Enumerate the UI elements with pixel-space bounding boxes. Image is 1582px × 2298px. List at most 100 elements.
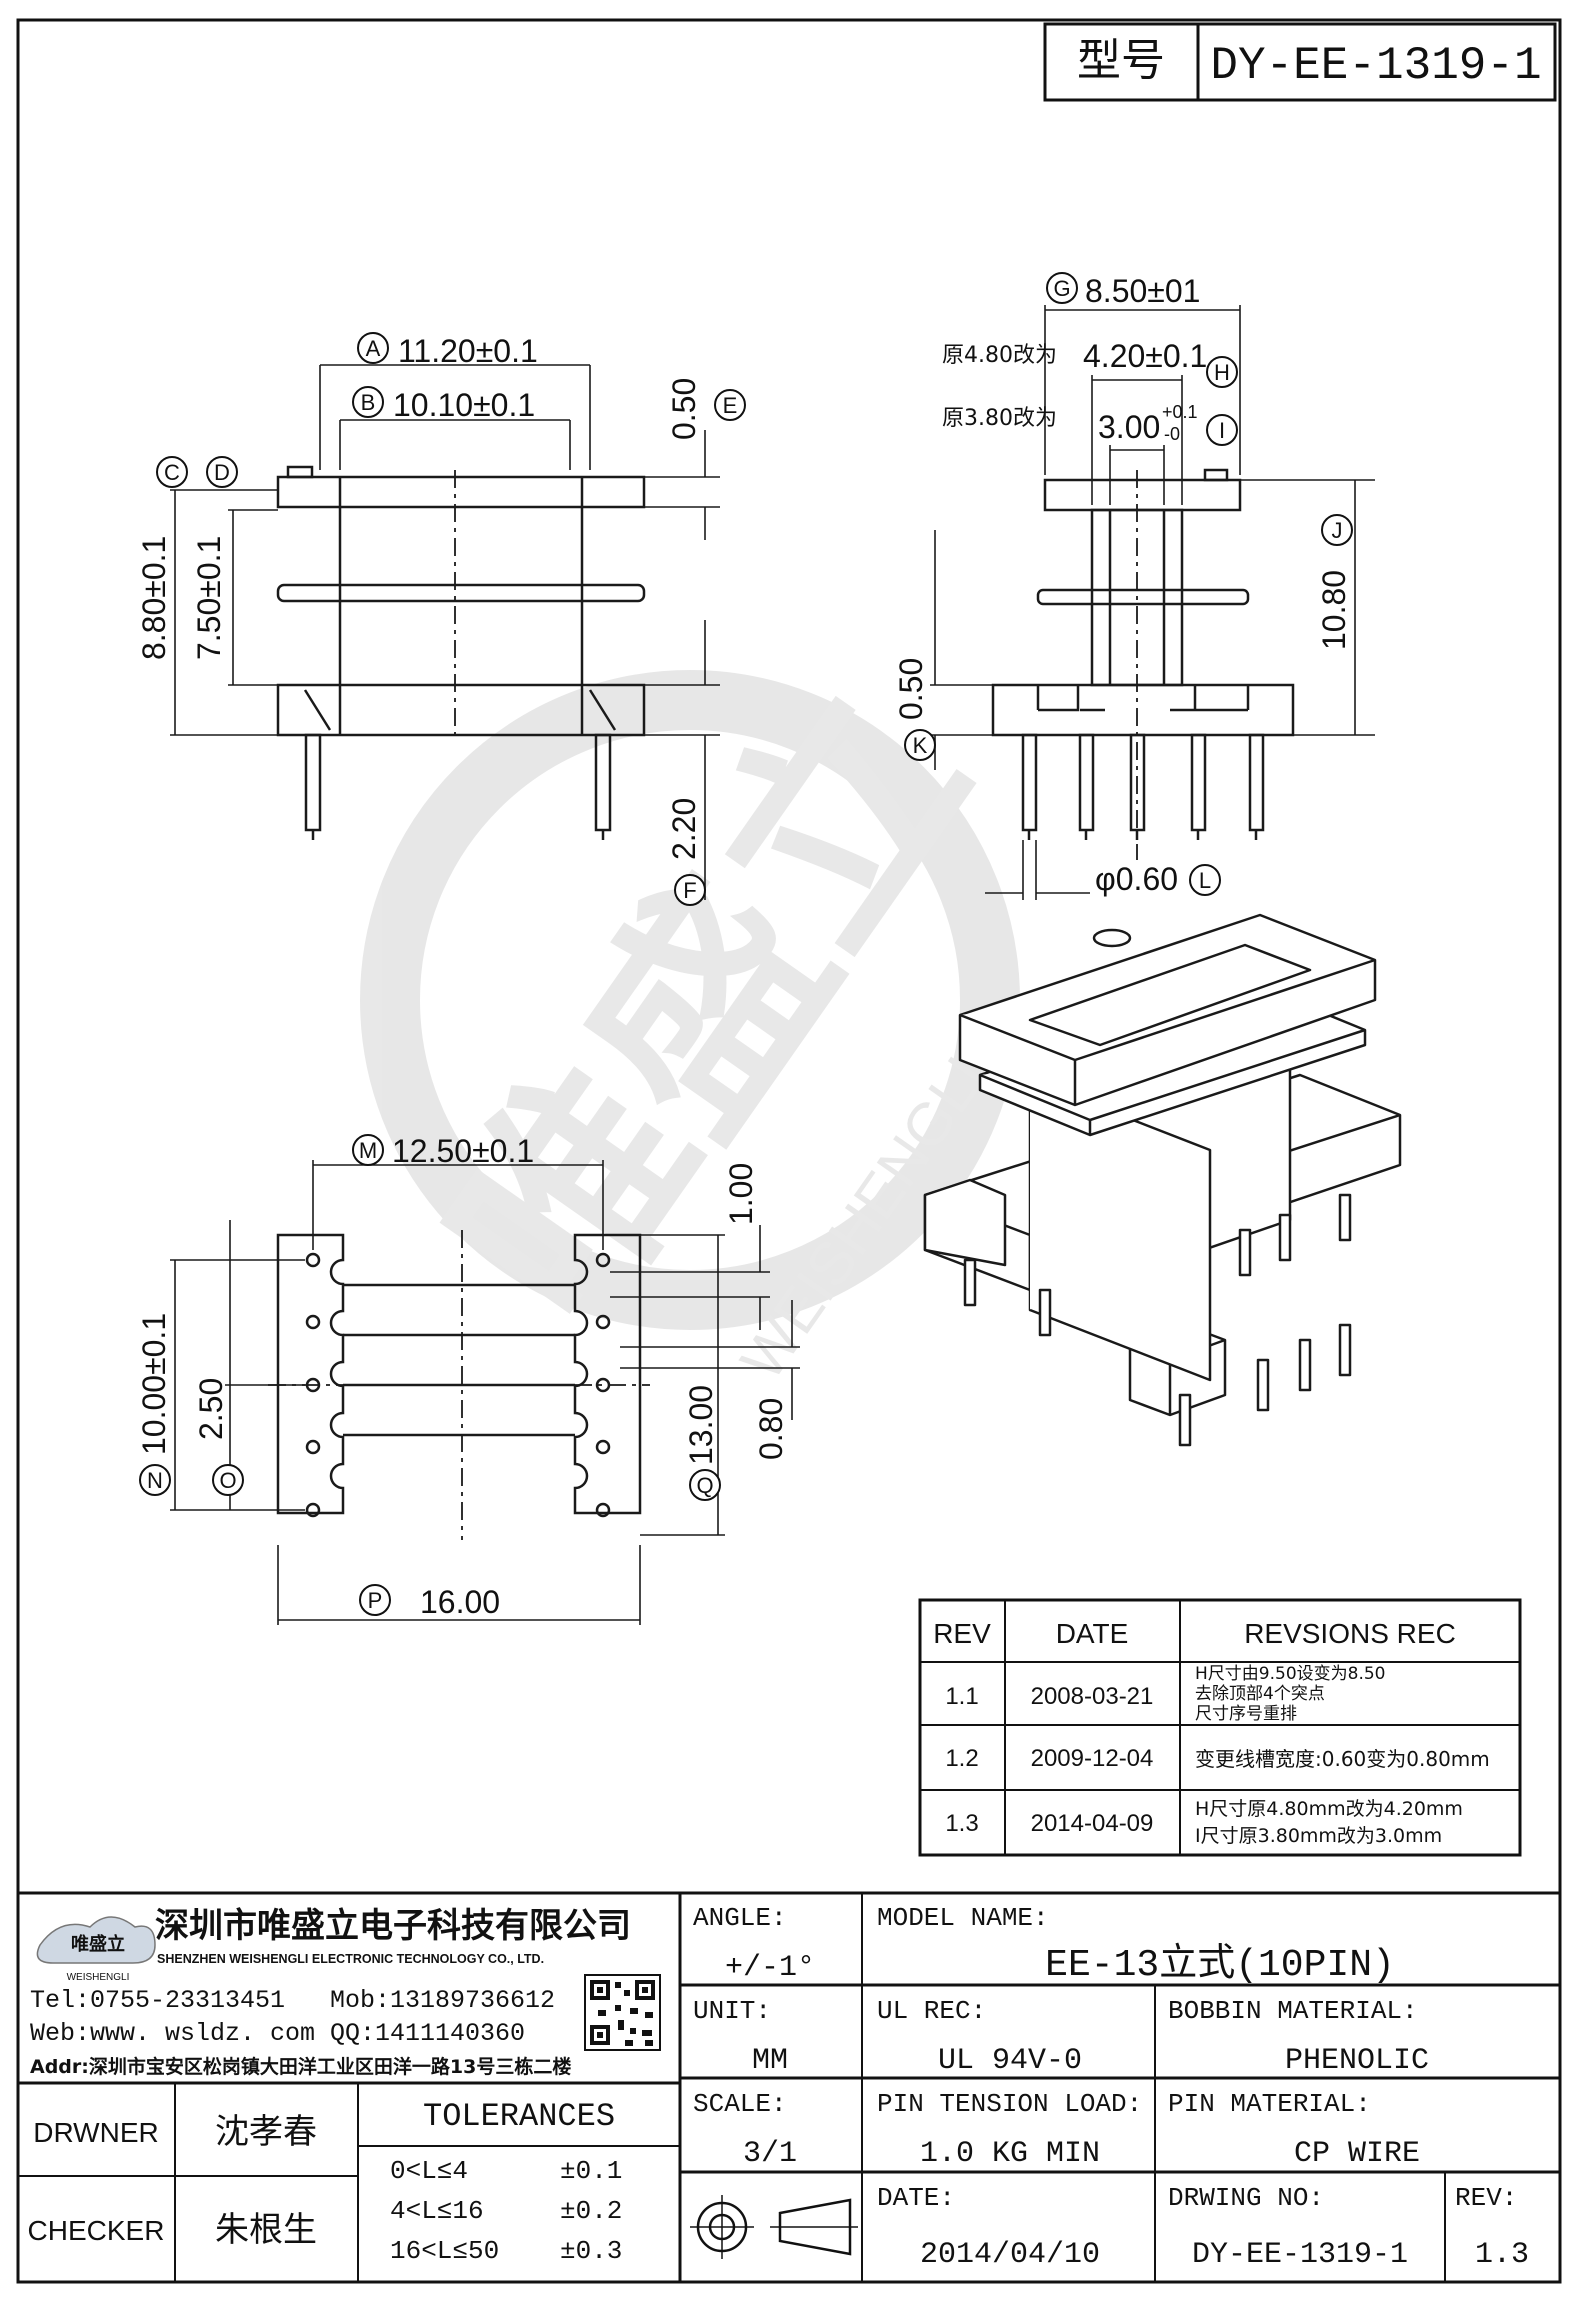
- dim-I-tol-plus: +0.1: [1162, 402, 1198, 422]
- drawer-label: DRWNER: [33, 2117, 158, 2148]
- angle-value: +/-1°: [725, 1951, 815, 1985]
- company-web: Web:www. wsldz. com: [30, 2019, 315, 2048]
- rev-row2-rev: 1.2: [945, 1745, 978, 1772]
- tolerance-range-2: 4<L≤16: [390, 2196, 484, 2226]
- rev-label: REV:: [1455, 2183, 1517, 2213]
- isometric-view: [923, 913, 1402, 1447]
- label-P: P: [368, 1588, 383, 1613]
- bobbin-material-label: BOBBIN MATERIAL:: [1168, 1996, 1418, 2026]
- bobbin-material-value: PHENOLIC: [1285, 2044, 1429, 2078]
- label-H: H: [1214, 360, 1230, 385]
- front-view: [276, 465, 646, 840]
- rev-row3-date: 2014-04-09: [1031, 1810, 1154, 1837]
- company-logo-text: 唯盛立: [71, 1933, 125, 1955]
- bottom-view-dims: [170, 1160, 800, 1625]
- title-block-fields: ANGLE: +/-1° MODEL NAME: EE-13立式(10PIN) …: [690, 1903, 1529, 2272]
- rev-row3-rec-1: H尺寸原4.80mm改为4.20mm: [1195, 1798, 1463, 1820]
- dim-L: φ0.60: [1095, 861, 1178, 897]
- revision-table-text: REV DATE REVSIONS REC 1.1 2008-03-21 H尺寸…: [933, 1618, 1490, 1847]
- tolerances-title: TOLERANCES: [423, 2098, 615, 2135]
- company-mob: Mob:13189736612: [330, 1986, 555, 2015]
- company-logo-icon: [36, 1916, 156, 1964]
- label-Q: Q: [696, 1473, 713, 1498]
- pin-material-label: PIN MATERIAL:: [1168, 2089, 1371, 2119]
- rev-row2-rec: 变更线槽宽度:0.60变为0.80mm: [1195, 1747, 1490, 1771]
- tolerance-value-1: ±0.1: [560, 2156, 622, 2186]
- tolerance-range-3: 16<L≤50: [390, 2236, 499, 2266]
- rev-row1-rec-3: 尺寸序号重排: [1195, 1704, 1297, 1724]
- label-I: I: [1219, 418, 1225, 443]
- pin-material-value: CP WIRE: [1294, 2137, 1420, 2171]
- tolerance-value-2: ±0.2: [560, 2196, 622, 2226]
- signature-area: DRWNER 沈孝春 CHECKER 朱根生 TOLERANCES 0<L≤4 …: [28, 2098, 623, 2266]
- label-C: C: [164, 460, 180, 485]
- label-E: E: [723, 393, 738, 418]
- rev-header-rec: REVSIONS REC: [1244, 1618, 1456, 1649]
- ul-label: UL REC:: [877, 1996, 986, 2026]
- rev-row1-rec-1: H尺寸由9.50设变为8.50: [1195, 1664, 1386, 1684]
- angle-label: ANGLE:: [693, 1903, 787, 1933]
- label-L: L: [1199, 868, 1211, 893]
- model-number: DY-EE-1319-1: [1210, 40, 1541, 92]
- pin-tension-label: PIN TENSION LOAD:: [877, 2089, 1142, 2119]
- dim-I: 3.00: [1098, 409, 1160, 445]
- date-value: 2014/04/10: [920, 2238, 1100, 2272]
- label-A: A: [366, 336, 381, 361]
- dim-B: 10.10±0.1: [393, 387, 535, 423]
- dim-N: 10.00±0.1: [136, 1313, 172, 1455]
- dim-080: 0.80: [753, 1398, 789, 1460]
- checker-label: CHECKER: [28, 2215, 165, 2246]
- dim-100: 1.00: [723, 1163, 759, 1225]
- bottom-view-dim-labels: M 12.50±0.1 10.00±0.1 N 2.50 O P 16.00 1…: [136, 1133, 789, 1620]
- rev-row3-rev: 1.3: [945, 1810, 978, 1837]
- unit-value: MM: [752, 2044, 788, 2078]
- label-G: G: [1053, 276, 1070, 301]
- title-block-grid: [18, 1891, 1560, 2284]
- dim-I-tol-minus: -0: [1164, 424, 1180, 444]
- bottom-view: [268, 1230, 650, 1540]
- revision-table: [918, 1598, 1522, 1857]
- dim-A: 11.20±0.1: [398, 333, 538, 369]
- rev-header-rev: REV: [933, 1618, 991, 1649]
- unit-label: UNIT:: [693, 1996, 771, 2026]
- dim-J: 10.80: [1316, 570, 1352, 650]
- company-tel: Tel:0755-23313451: [30, 1986, 285, 2015]
- dim-K: 0.50: [893, 658, 929, 720]
- scale-label: SCALE:: [693, 2089, 787, 2119]
- rev-row1-rev: 1.1: [945, 1683, 978, 1710]
- dim-880: 8.80±0.1: [136, 536, 172, 660]
- drawer-name: 沈孝春: [215, 2112, 317, 2152]
- rev-header-date: DATE: [1056, 1618, 1129, 1649]
- dim-E: 0.50: [666, 378, 702, 440]
- tolerance-value-3: ±0.3: [560, 2236, 622, 2266]
- label-N: N: [147, 1468, 163, 1493]
- checker-name: 朱根生: [215, 2210, 317, 2250]
- model-label: 型号: [1077, 35, 1165, 86]
- label-B: B: [361, 390, 376, 415]
- pin-tension-value: 1.0 KG MIN: [920, 2137, 1100, 2171]
- dim-750: 7.50±0.1: [191, 536, 227, 660]
- rev-row2-date: 2009-12-04: [1031, 1745, 1154, 1772]
- note-I: 原3.80改为: [942, 406, 1057, 431]
- dim-O: 2.50: [193, 1378, 229, 1440]
- qr-code: [584, 1974, 661, 2051]
- side-view: [991, 468, 1295, 860]
- dim-P: 16.00: [420, 1584, 500, 1620]
- company-addr: Addr:深圳市宝安区松岗镇大田洋工业区田洋一路13号三栋二楼: [30, 2055, 571, 2078]
- company-name-en: SHENZHEN WEISHENGLI ELECTRONIC TECHNOLOG…: [157, 1952, 544, 1966]
- rev-row1-date: 2008-03-21: [1031, 1683, 1154, 1710]
- dim-M: 12.50±0.1: [392, 1133, 534, 1169]
- model-name-label: MODEL NAME:: [877, 1903, 1049, 1933]
- side-view-dims: [930, 305, 1375, 900]
- company-name-cn: 深圳市唯盛立电子科技有限公司: [155, 1906, 631, 1946]
- company-info: 唯盛立 WEISHENGLI 深圳市唯盛立电子科技有限公司 SHENZHEN W…: [30, 1906, 661, 2078]
- label-K: K: [913, 733, 928, 758]
- tolerance-range-1: 0<L≤4: [390, 2156, 468, 2186]
- ul-value: UL 94V-0: [938, 2044, 1082, 2078]
- label-M: M: [359, 1138, 377, 1163]
- side-view-dim-labels: G 8.50±01 原4.80改为 4.20±0.1 H 原3.80改为 3.0…: [893, 272, 1353, 897]
- projection-symbol-icon: [690, 2195, 858, 2259]
- label-O: O: [219, 1468, 236, 1493]
- company-logo-sub: WEISHENGLI: [67, 1972, 130, 1983]
